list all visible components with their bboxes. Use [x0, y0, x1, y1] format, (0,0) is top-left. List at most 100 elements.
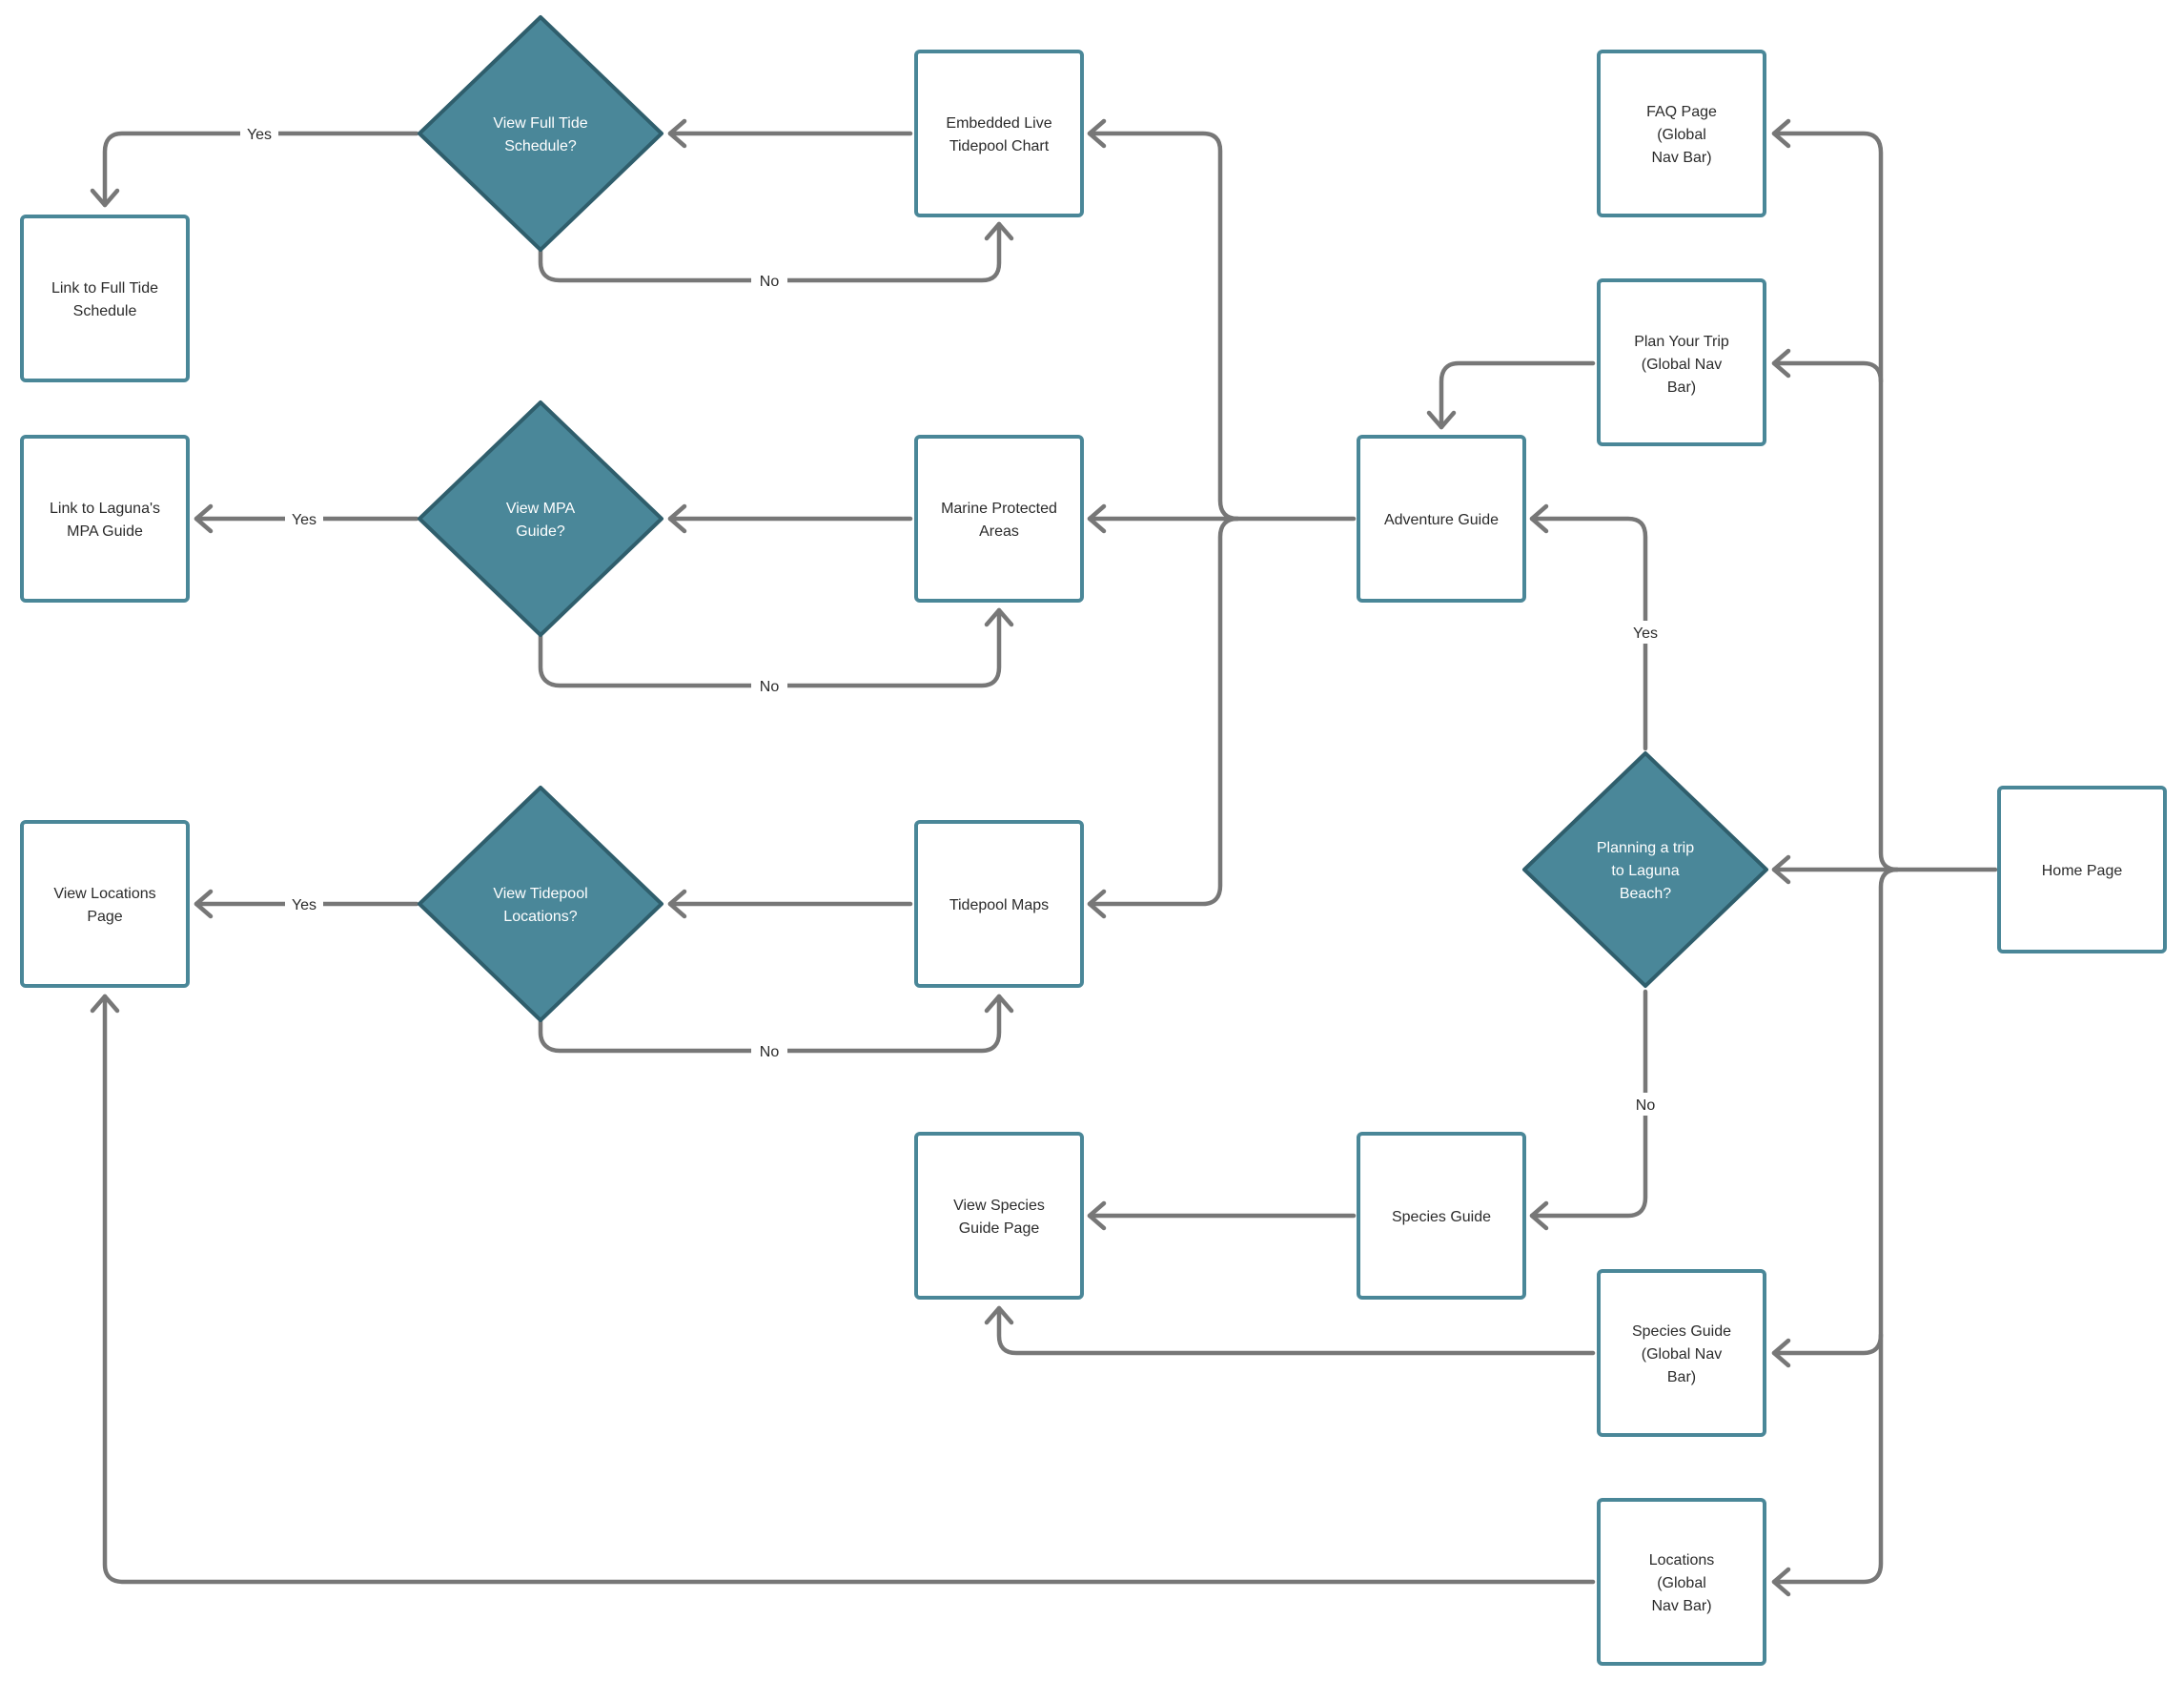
arrowhead-faq	[1771, 118, 1791, 149]
label-line: Bar)	[1667, 1369, 1696, 1385]
label-line: FAQ Page	[1646, 104, 1717, 120]
arrowhead-view-locations	[667, 889, 687, 919]
label-line: Guide?	[516, 523, 565, 540]
label-line: Schedule?	[504, 138, 577, 154]
edge-label-mpa-no: No	[760, 679, 780, 695]
label-line: Adventure Guide	[1384, 512, 1499, 528]
label-line: (Global Nav	[1642, 357, 1722, 373]
arrowhead-mpa-up	[984, 607, 1014, 627]
home-page-label: Home Page	[2042, 863, 2123, 879]
tidepool-maps-label: Tidepool Maps	[949, 897, 1049, 913]
label-line: Tidepool Maps	[949, 897, 1049, 913]
label-line: Bar)	[1667, 379, 1696, 396]
edge-label-mpa-yes: Yes	[292, 512, 316, 528]
arrowhead-mpa	[1087, 503, 1107, 534]
label-line: Embedded Live	[946, 115, 1051, 132]
label-line: Species Guide	[1632, 1323, 1731, 1340]
label-line: Areas	[979, 523, 1019, 540]
arrowhead-maps	[1087, 889, 1107, 919]
label-line: View MPA	[506, 501, 576, 517]
label-line: Species Guide	[1392, 1209, 1491, 1225]
arrowhead-full-tide	[667, 118, 687, 149]
label-line: Page	[87, 909, 122, 925]
connector-home-trunk	[1771, 131, 1900, 872]
edge-label-locations-no: No	[760, 1044, 780, 1060]
adventure-guide-node[interactable]: Adventure Guide	[1357, 435, 1526, 603]
label-line: Link to Full Tide	[51, 280, 158, 297]
label-line: Plan Your Trip	[1634, 334, 1729, 350]
connector-species-nav-to-view-species	[996, 1305, 1596, 1356]
arrowhead-locations-page	[194, 889, 214, 919]
label-line: Home Page	[2042, 863, 2123, 879]
arrowhead-chart	[1087, 118, 1107, 149]
arrowhead-mpa-link	[194, 503, 214, 534]
label-line: Beach?	[1620, 886, 1671, 902]
tidepool-maps-node[interactable]: Tidepool Maps	[914, 820, 1084, 988]
connector-adventure-to-maps	[1087, 516, 1240, 907]
label-line: Link to Laguna's	[50, 501, 160, 517]
connector-plan-trip-to-adventure	[1439, 360, 1596, 430]
edge-label-full-tide-no: No	[760, 274, 780, 290]
label-line: Nav Bar)	[1651, 150, 1711, 166]
arrowhead-chart-up	[984, 221, 1014, 241]
label-line: Locations?	[503, 909, 577, 925]
label-line: View Locations	[53, 886, 155, 902]
arrowhead-full-tide-link	[90, 188, 120, 208]
connector-trunk-to-species-nav	[1771, 1332, 1884, 1356]
label-line: Marine Protected	[941, 501, 1057, 517]
arrowhead-planning	[1771, 854, 1791, 885]
label-line: View Full Tide	[493, 115, 587, 132]
arrowhead-view-mpa	[667, 503, 687, 534]
connector-full-tide-yes	[102, 131, 419, 208]
label-line: Schedule	[73, 303, 137, 319]
edge-label-planning-yes: Yes	[1633, 625, 1658, 642]
connector-adventure-to-chart	[1087, 131, 1240, 522]
arrowhead-plan-trip	[1771, 348, 1791, 379]
arrowhead-adventure-down	[1426, 410, 1457, 430]
label-line: to Laguna	[1611, 863, 1679, 879]
arrowhead-view-species-up	[984, 1305, 1014, 1325]
connectors	[102, 131, 1998, 1585]
label-line: View Tidepool	[493, 886, 587, 902]
view-mpa-guide-decision[interactable]: View MPA Guide?	[418, 400, 663, 637]
connector-planning-to-species	[1529, 989, 1648, 1219]
edge-labels: Yes No Yes No Yes No Yes No	[240, 122, 1665, 1116]
species-guide-node[interactable]: Species Guide	[1357, 1132, 1526, 1300]
label-line: Planning a trip	[1597, 840, 1694, 856]
arrowheads	[90, 118, 1791, 1597]
arrowhead-view-locations-up	[90, 994, 120, 1014]
label-line: MPA Guide	[67, 523, 143, 540]
connector-trunk-to-plan-trip	[1771, 360, 1884, 384]
arrowhead-maps-up	[984, 994, 1014, 1014]
home-page-node[interactable]: Home Page	[1997, 786, 2167, 953]
arrowhead-adventure	[1529, 503, 1549, 534]
label-line: View Species	[953, 1198, 1045, 1214]
arrowhead-view-species	[1087, 1200, 1107, 1231]
label-line: Nav Bar)	[1651, 1598, 1711, 1614]
